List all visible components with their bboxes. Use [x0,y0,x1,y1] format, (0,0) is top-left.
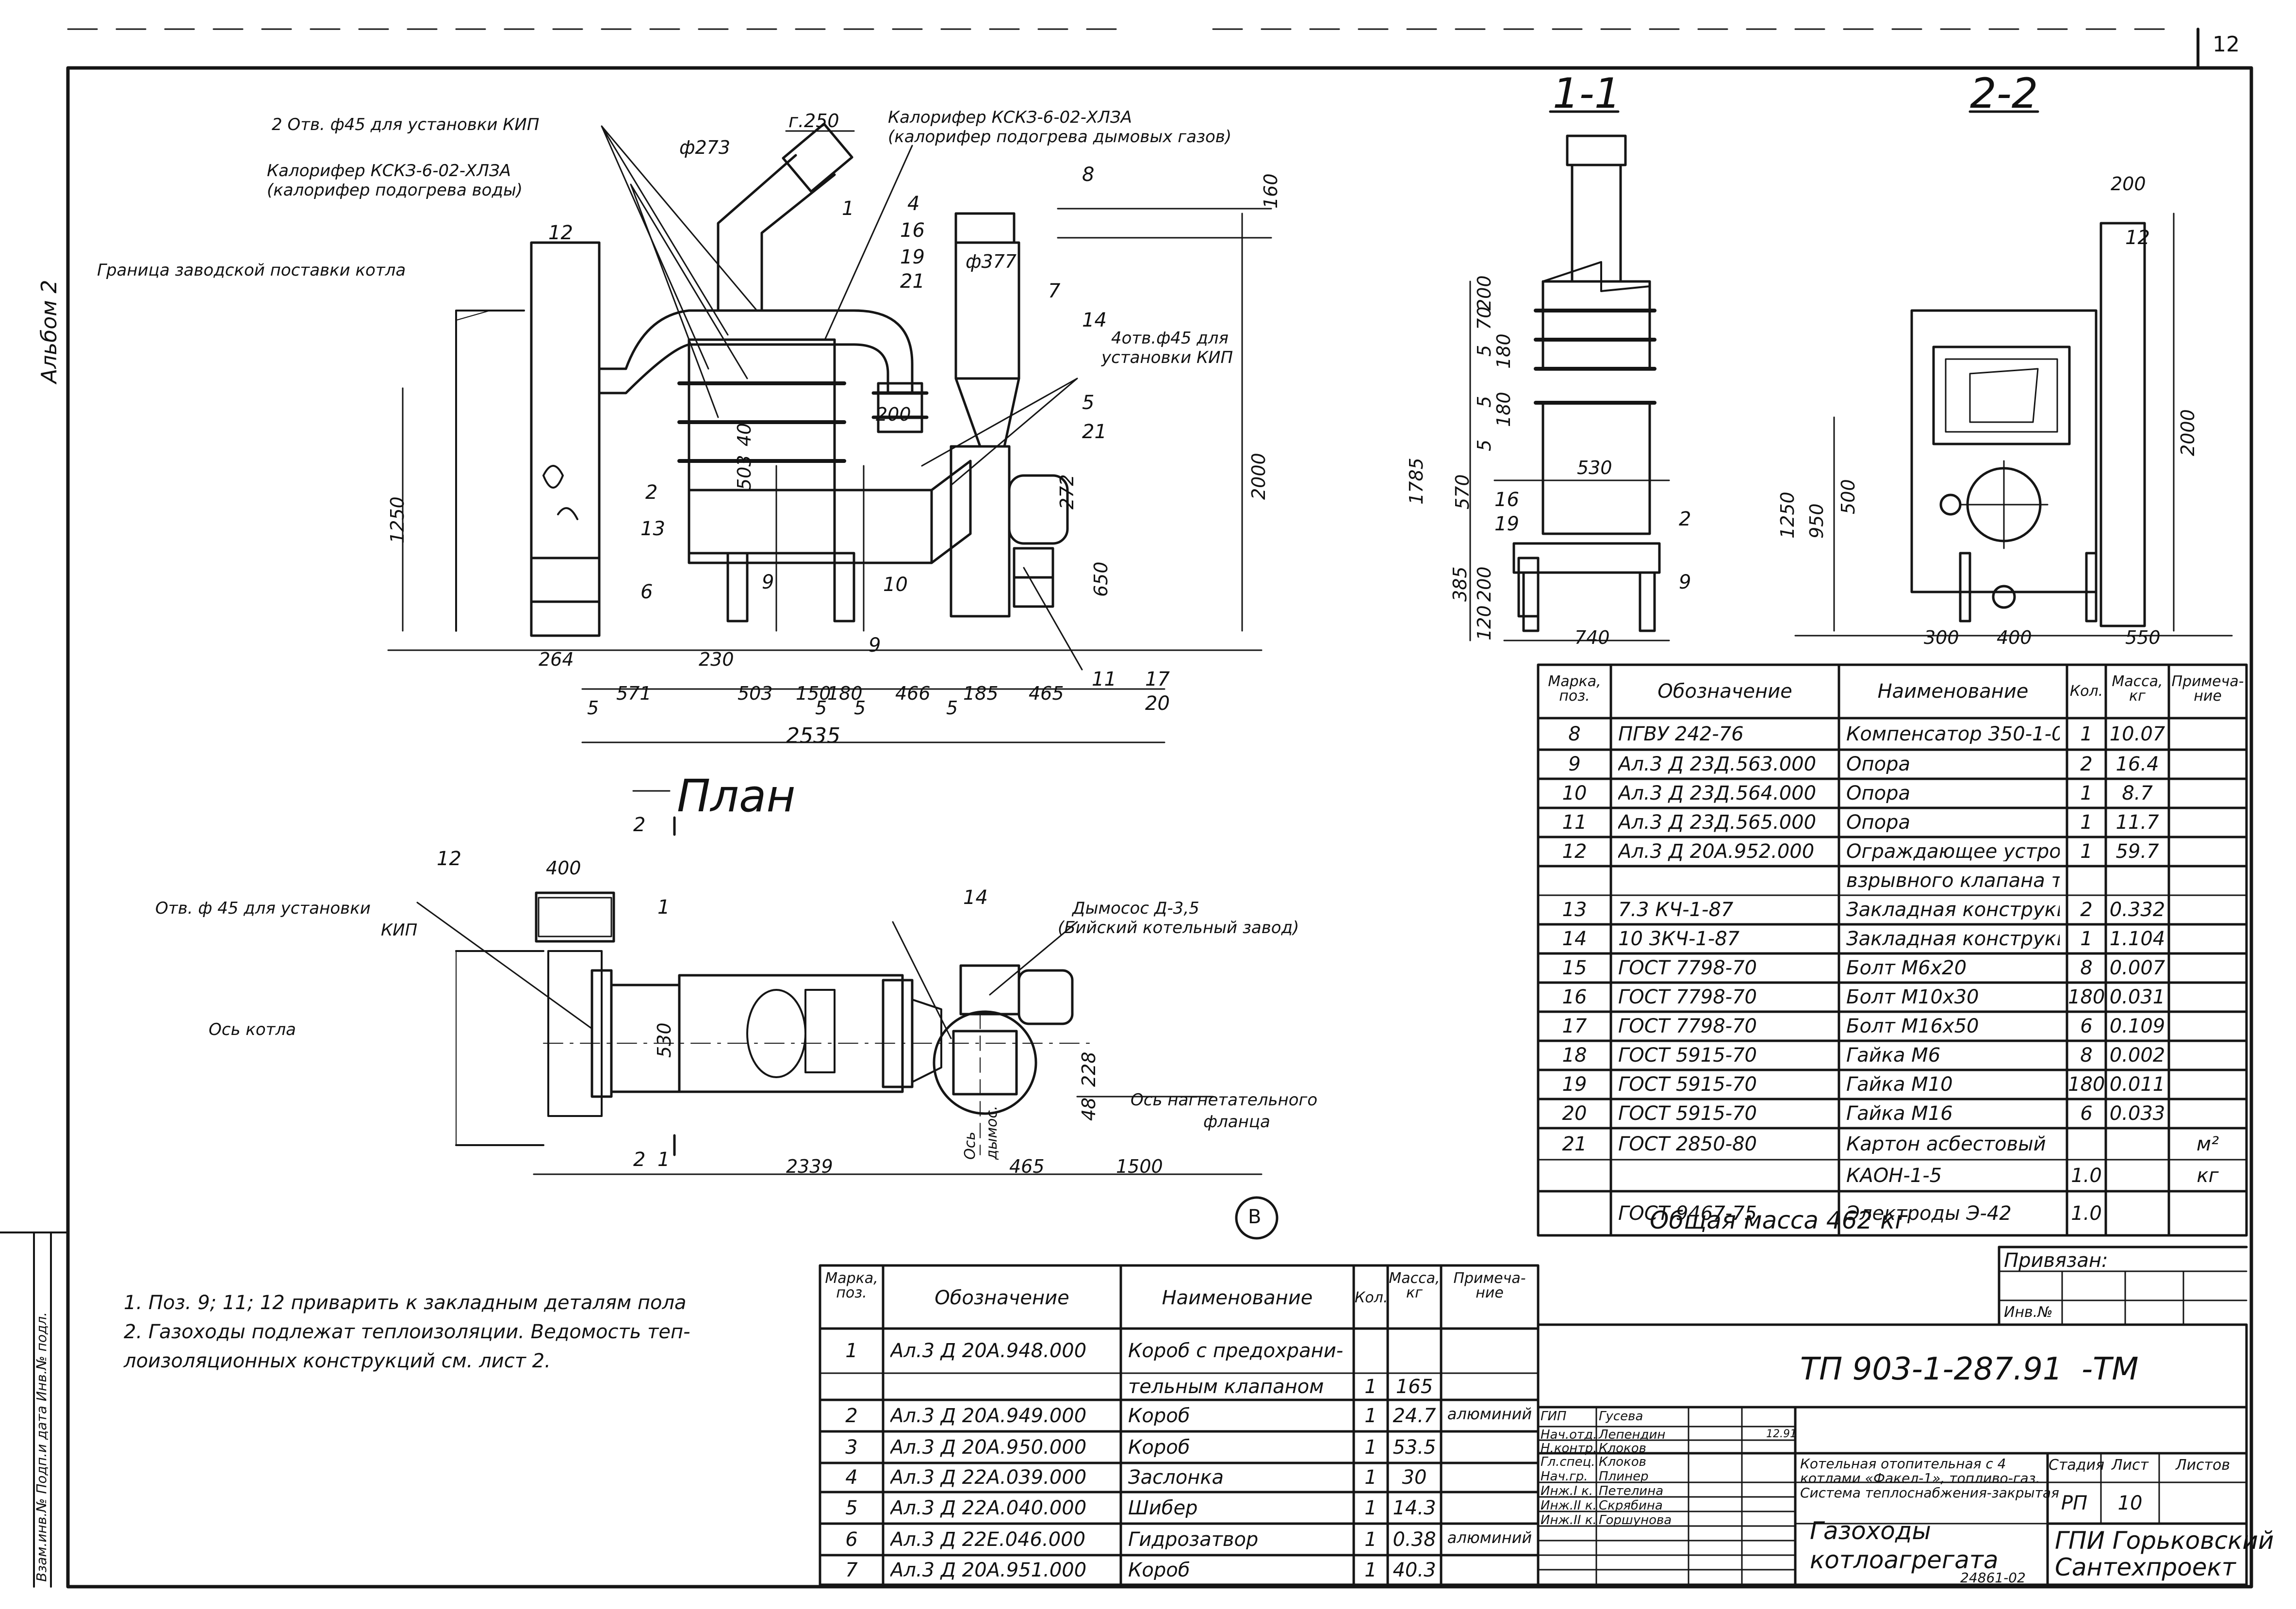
title-block-grid [1537,1246,2248,1586]
section-1-1-view [1469,110,1670,641]
sheet-frame [0,28,2253,1589]
elevation-view [387,122,1272,743]
spec-table-bottom-grid [819,1264,1540,1586]
section-2-2-view [1794,110,2233,637]
plan-view [416,790,1279,1240]
spec-table-right-grid [1537,663,2248,1237]
